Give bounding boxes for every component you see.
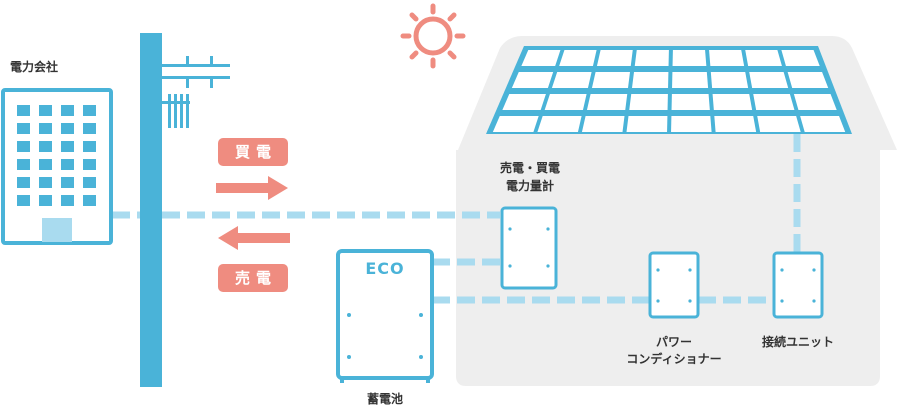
solar-cell	[596, 50, 633, 66]
solar-cell	[672, 72, 709, 88]
building-window	[17, 105, 30, 116]
solar-cell	[745, 50, 782, 66]
building-window	[61, 105, 74, 116]
solar-cell	[671, 94, 710, 110]
solar-cell	[709, 50, 745, 66]
solar-cell	[591, 72, 630, 88]
solar-cell	[781, 50, 820, 66]
solar-cell	[793, 94, 837, 110]
building-window	[39, 177, 52, 188]
building-window	[83, 159, 96, 170]
solar-cell	[634, 50, 669, 66]
solar-cell	[800, 116, 846, 132]
building-window	[83, 123, 96, 134]
building-window	[39, 159, 52, 170]
building-window	[83, 195, 96, 206]
solar-cell	[586, 94, 628, 110]
solar-cell	[521, 50, 561, 66]
building-window	[83, 105, 96, 116]
building-window	[39, 123, 52, 134]
building-window	[61, 123, 74, 134]
buy-electricity-badge: 買電	[218, 138, 288, 166]
solar-cell	[626, 116, 668, 132]
battery-label: 蓄電池	[366, 392, 403, 406]
building-window	[61, 177, 74, 188]
solar-cell	[629, 94, 668, 110]
battery-brand-label: ECO	[365, 259, 405, 278]
solar-cell	[710, 72, 749, 88]
solar-cell	[672, 50, 707, 66]
solar-cell	[671, 116, 712, 132]
meter-label-line1: 売電・買電	[499, 161, 560, 175]
building-window	[17, 195, 30, 206]
solar-cell	[632, 72, 669, 88]
connection-unit-label: 接続ユニット	[761, 335, 834, 349]
solar-cell	[787, 72, 829, 88]
building-window	[61, 159, 74, 170]
solar-cell	[492, 116, 539, 132]
power-company-label: 電力会社	[10, 60, 59, 74]
building-window	[17, 159, 30, 170]
building-window	[39, 105, 52, 116]
solar-cell	[544, 94, 587, 110]
building-window	[17, 177, 30, 188]
power-conditioner	[648, 251, 700, 319]
solar-panel	[486, 46, 852, 134]
connection-unit	[772, 251, 824, 319]
electricity-meter	[500, 206, 558, 290]
power-lines	[112, 134, 801, 304]
building-window	[83, 141, 96, 152]
solar-cell	[712, 94, 753, 110]
solar-cell	[753, 94, 795, 110]
solar-cell	[551, 72, 592, 88]
solar-cell	[537, 116, 582, 132]
meter-label-line2: 電力量計	[505, 179, 554, 193]
conditioner-label-line2: コンディショナー	[626, 352, 722, 366]
utility-pole	[140, 33, 230, 387]
battery-unit	[336, 249, 434, 383]
building-window	[39, 195, 52, 206]
building-window	[61, 141, 74, 152]
building-window	[39, 141, 52, 152]
solar-cell	[757, 116, 801, 132]
building-window	[61, 195, 74, 206]
solar-cell	[581, 116, 625, 132]
solar-cell	[749, 72, 789, 88]
arrow-right-icon	[216, 176, 288, 200]
arrow-left-icon	[218, 226, 290, 250]
power-company-building	[1, 88, 113, 245]
building-window	[17, 123, 30, 134]
sell-electricity-badge: 売電	[218, 264, 288, 292]
sun-icon	[400, 3, 466, 69]
conditioner-label-line1: パワー	[655, 335, 692, 349]
solar-cell	[559, 50, 597, 66]
solar-cell	[714, 116, 757, 132]
solar-cell	[511, 72, 554, 88]
building-window	[17, 141, 30, 152]
solar-cell	[502, 94, 546, 110]
building-window	[83, 177, 96, 188]
